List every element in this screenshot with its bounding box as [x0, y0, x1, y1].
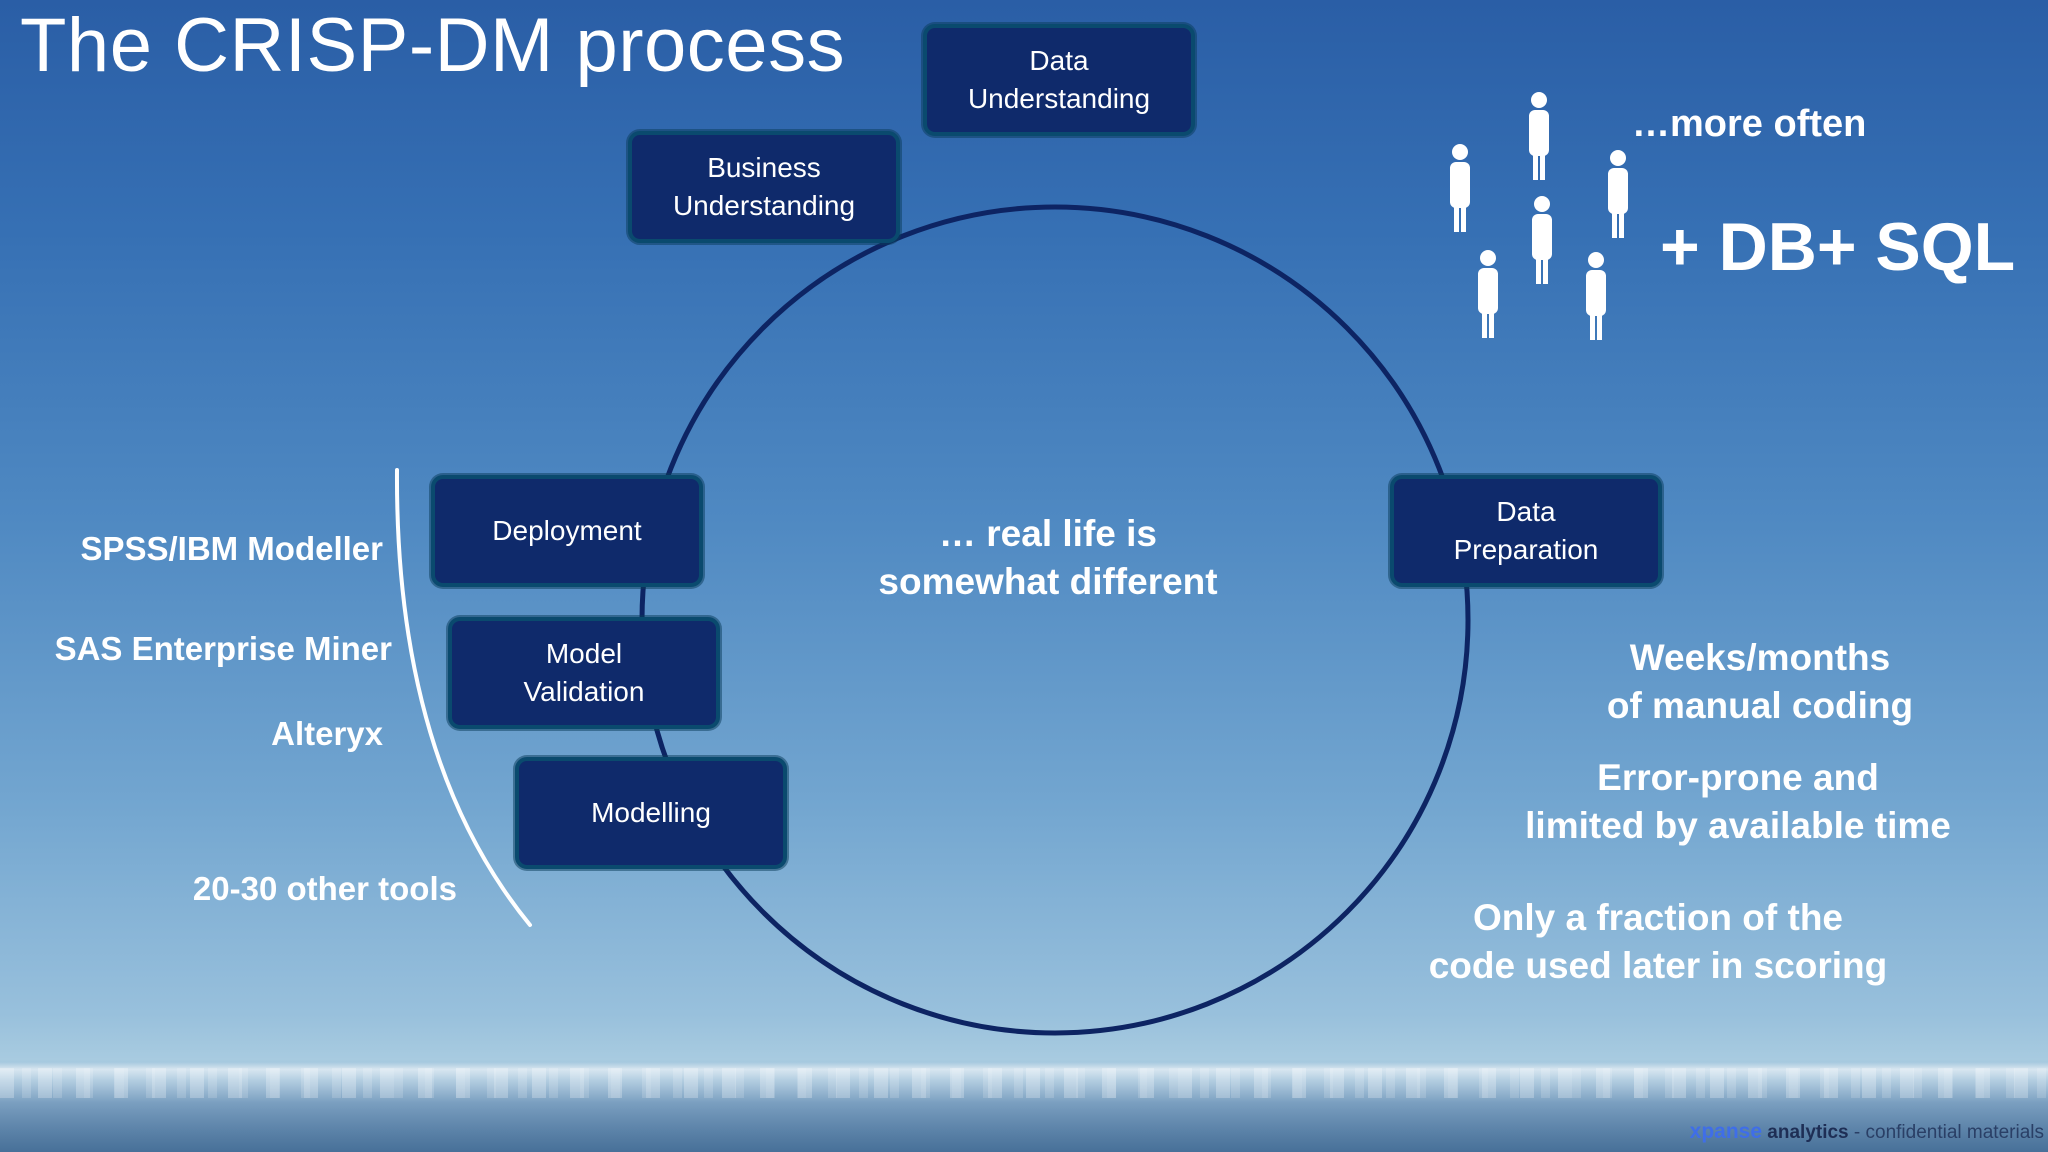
horizon-ice — [0, 1062, 2048, 1152]
stage-label: Modelling — [591, 797, 711, 828]
page-title: The CRISP-DM process — [20, 3, 846, 88]
stage-modelling[interactable]: Modelling — [515, 757, 787, 869]
tool-sas: SAS Enterprise Miner — [54, 630, 392, 667]
stage-data-understanding[interactable]: Data Understanding — [923, 24, 1195, 136]
stage-label: Deployment — [492, 515, 642, 546]
stage-model-validation[interactable]: Model Validation — [448, 617, 720, 729]
stage-business-understanding[interactable]: Business Understanding — [628, 131, 900, 243]
stage-deployment[interactable]: Deployment — [431, 475, 703, 587]
note-weeks: Weeks/months of manual coding — [1560, 634, 1960, 730]
footer-brand-suffix: analytics — [1767, 1122, 1849, 1143]
note-line: Error-prone and — [1597, 757, 1879, 798]
db-sql-label: + DB+ SQL — [1660, 209, 2016, 285]
person-icon — [1450, 144, 1470, 232]
stage-label-line: Preparation — [1453, 534, 1599, 565]
note-fraction: Only a fraction of the code used later i… — [1408, 894, 1908, 990]
stage-data-preparation[interactable]: Data Preparation — [1390, 475, 1662, 587]
horizon-ice-specks — [0, 1068, 2048, 1098]
center-caption-line: somewhat different — [878, 561, 1218, 602]
people-group — [1450, 92, 1628, 340]
stage-label-line: Understanding — [967, 83, 1151, 114]
stage-label-line: Validation — [523, 676, 645, 707]
note-line: of manual coding — [1606, 685, 1914, 726]
center-caption: … real life is somewhat different — [848, 510, 1248, 606]
note-line: code used later in scoring — [1428, 945, 1888, 986]
footer-brand: xpanse — [1689, 1120, 1763, 1143]
stage-label-line: Data — [1029, 45, 1089, 76]
note-line: Only a fraction of the — [1472, 897, 1844, 938]
person-icon — [1532, 196, 1552, 284]
stage-label-line: Model — [545, 638, 623, 669]
footer-confidential: xpanse analytics - confidential material… — [1690, 1120, 2044, 1144]
note-line: Weeks/months — [1629, 637, 1891, 678]
person-icon — [1529, 92, 1549, 180]
person-icon — [1608, 150, 1628, 238]
tools-bracket-curve — [394, 468, 532, 927]
more-often-label: …more often — [1632, 103, 1867, 145]
footer-note: - confidential materials — [1853, 1122, 2044, 1143]
stage-label-line: Understanding — [672, 190, 856, 221]
stage-label-line: Data — [1496, 496, 1556, 527]
tool-others: 20-30 other tools — [192, 870, 457, 907]
note-error: Error-prone and limited by available tim… — [1488, 754, 1988, 850]
note-line: limited by available time — [1525, 805, 1951, 846]
person-icon — [1478, 250, 1498, 338]
tool-spss: SPSS/IBM Modeller — [80, 530, 383, 567]
center-caption-line: … real life is — [939, 513, 1157, 554]
tool-alteryx: Alteryx — [271, 715, 383, 752]
stage-label-line: Business — [707, 152, 821, 183]
process-cycle-circle — [639, 204, 1471, 1036]
person-icon — [1586, 252, 1606, 340]
